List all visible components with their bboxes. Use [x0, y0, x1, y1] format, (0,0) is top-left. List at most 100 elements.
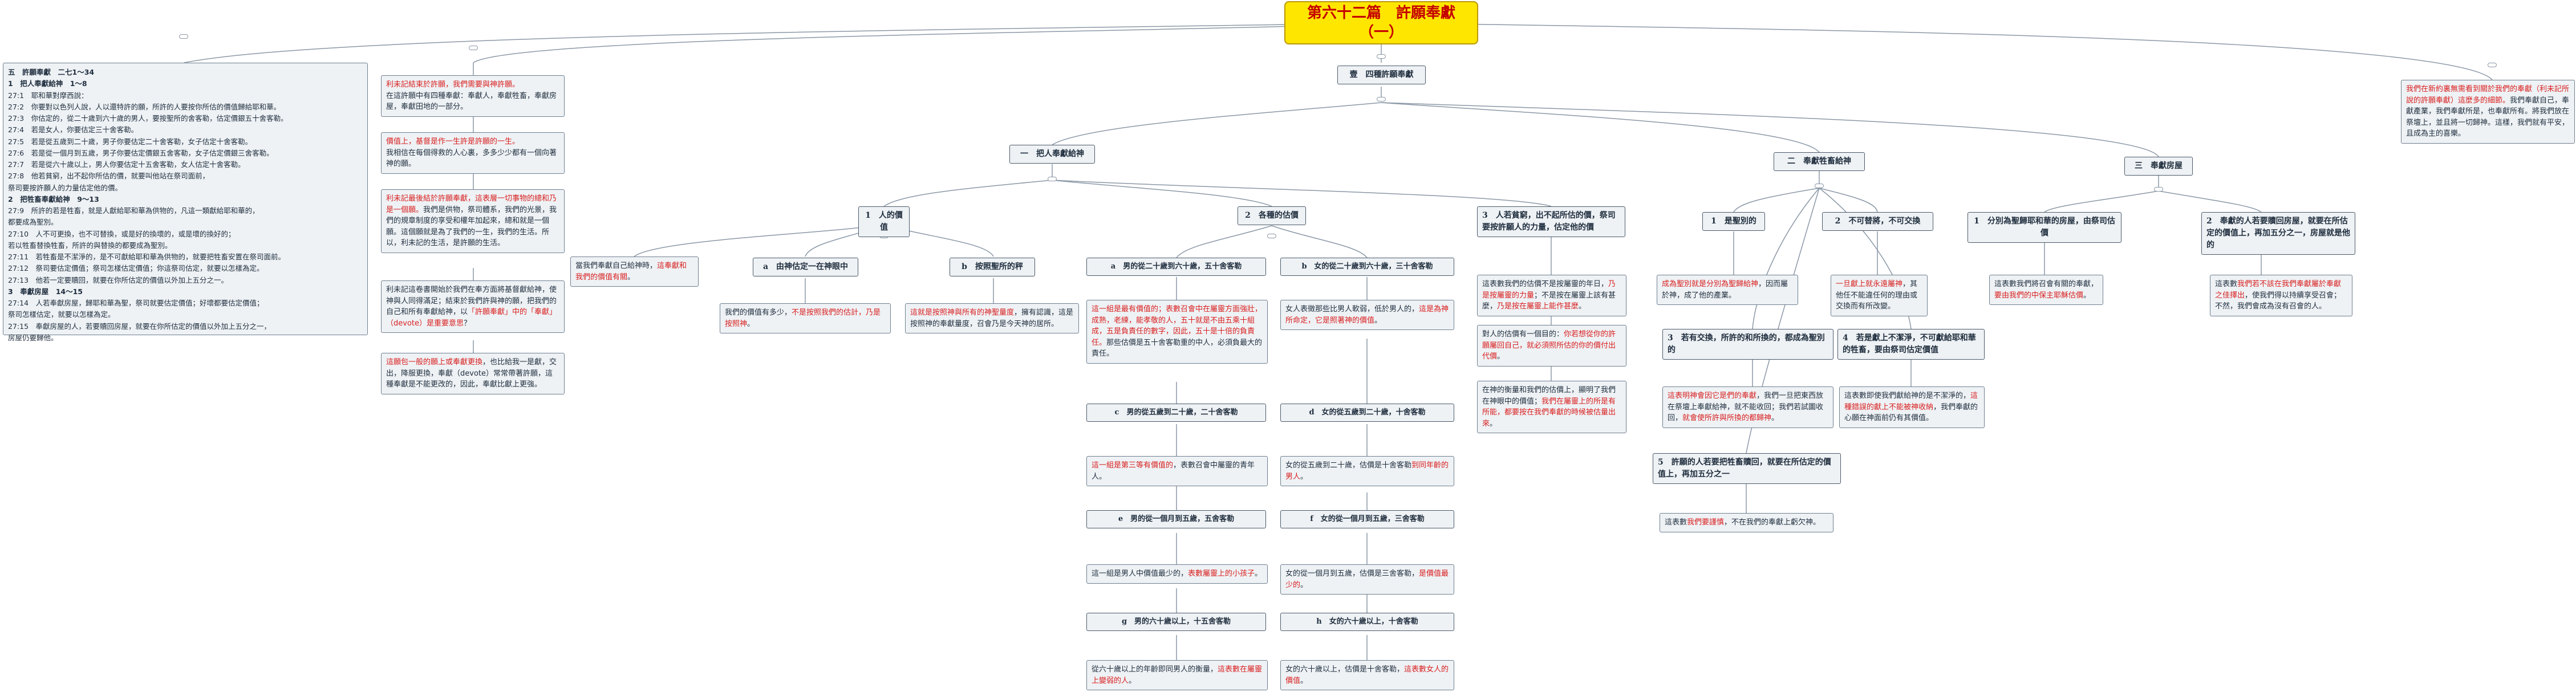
node-valuation-by-age[interactable]: 2 各種的估價: [1238, 206, 1306, 225]
outline-verse: 27:13 他若一定要贖回，就要在你所估定的價值以外加上五分之一。: [8, 275, 229, 284]
note-text: 這一組是男人中價值最少的，: [1092, 569, 1188, 578]
note-text: 這表數我們的估價不是按屬靈的年日，: [1482, 280, 1609, 288]
note-person-price[interactable]: 當我們奉獻自己給神時，這奉獻和我們的價值有關。: [570, 257, 699, 287]
note-animal-exchange[interactable]: 這表明神會因它是們的奉獻，我們一旦把東西放在祭壇上奉獻給神，就不能收回；我們若試…: [1662, 386, 1833, 428]
note-text: ，我們一旦把東西放在祭壇上奉獻給神，就不能收回；我們若試圖收回，: [1668, 392, 1824, 422]
note-highlight: 這種錯誤的獻上不能被神收納: [1844, 392, 1978, 412]
node-male-1m-5[interactable]: e 男的從一個月到五歲，五舍客勒: [1086, 510, 1266, 528]
note-animal-no-swap[interactable]: 一旦獻上就永遠屬神，其他任不能違任何的理由或交換而有所改變。: [1831, 275, 1928, 316]
note-highlight: 一旦獻上就永遠屬神: [1836, 280, 1903, 288]
node-male-60-plus[interactable]: g 男的六十歲以上，十五舍客勒: [1086, 613, 1266, 631]
note-christ-life-vow[interactable]: 價值上，基督是作一生許是許願的一生。 我相信在每個得救的人心裏，多多少少都有一個…: [381, 132, 565, 174]
collapse-toggle[interactable]: [1048, 177, 1057, 181]
note-new-testament[interactable]: 我們在新約裏無需看到關於我們的奉獻（利未記所說的許願奉獻）這麼多的細節。我們奉獻…: [2401, 80, 2575, 144]
note-text: 。: [1300, 580, 1308, 589]
node-devote-animals[interactable]: 二 奉獻牲畜給神: [1774, 152, 1865, 171]
note-highlight: 我們要謹慎: [1687, 518, 1725, 527]
node-sanctuary-shekel[interactable]: b 按照聖所的秤: [950, 258, 1035, 276]
collapse-toggle[interactable]: [1267, 234, 1276, 238]
note-highlight: 利未記結束於許願，我們需要與神許願。: [386, 80, 520, 89]
note-poor-ability-3[interactable]: 在神的衡量和我們的估價上，顯明了我們在神眼中的價值；我們在屬靈上的所是有所能，都…: [1477, 381, 1626, 433]
note-male-1m-5[interactable]: 這一組是男人中價值最少的，表數屬靈上的小孩子。: [1086, 564, 1268, 584]
note-animal-unclean[interactable]: 這表數即使我們獻給神的是不潔淨的，這種錯誤的獻上不能被神收納，我們奉獻的心願在神…: [1839, 386, 1985, 428]
note-vow-sum[interactable]: 利未記最後結於許願奉獻，這表層一切事物的總和乃是一個願。我們是供物，祭司體系，我…: [381, 189, 565, 253]
node-animal-redeem[interactable]: 5 許願的人若要把牲畜贖回，就要在所估定的價值上，再加五分之一: [1653, 453, 1841, 484]
node-devote-people[interactable]: 一 把人奉獻給神: [1009, 145, 1095, 164]
outline-verse: 27:9 所許的若是牲畜，就是人獻給耶和華為供物的，凡這一類獻給耶和華的，: [8, 206, 259, 215]
note-female-60-plus[interactable]: 女的六十歲以上，估價是十舍客勒，這表數女人的價值。: [1280, 660, 1454, 690]
collapse-toggle[interactable]: [1815, 184, 1824, 188]
note-text: 在神的衡量和我們的估價上，顯明了我們在神眼中的價值；: [1482, 386, 1616, 406]
note-male-20-60[interactable]: 這一組是最有價值的；表數召會中在屬靈方面強壯，成熟，老練，能孝敬的人，五十就是不…: [1086, 300, 1268, 364]
node-house-redeem[interactable]: 2 奉獻的人若要贖回房屋，就要在所估定的價值上，再加五分之一，房屋就是他的: [2201, 212, 2355, 255]
connector: [1176, 225, 1272, 258]
collapse-toggle[interactable]: [2488, 63, 2497, 67]
note-sanctuary-shekel[interactable]: 這就是按照神與所有的神聖量度，擁有認識，這是按照神的奉獻量度，召會乃是今天神的居…: [905, 303, 1079, 333]
note-text: 這表數我們將召會有關的奉獻，: [1994, 280, 2099, 288]
node-animal-holy[interactable]: 1 是聖別的: [1702, 212, 1765, 231]
collapse-toggle[interactable]: [2154, 187, 2163, 192]
note-highlight: 不是按照我們的估計，乃是按照神: [725, 308, 881, 328]
node-female-1m-5[interactable]: f 女的從一個月到五歲，三舍客勒: [1280, 510, 1454, 528]
collapse-toggle[interactable]: [469, 46, 478, 50]
note-highlight: 這表明神會因它是們的奉獻: [1668, 392, 1757, 400]
note-text: ；不是按在屬靈上該有甚麼，: [1482, 291, 1616, 311]
note-animal-redeem[interactable]: 這表數我們要謹慎，不在我們的奉獻上虧欠神。: [1660, 513, 1833, 532]
node-poor-ability[interactable]: 3 人若貧窮，出不起所估的價，祭司要按許願人的力量，估定他的價: [1477, 206, 1625, 237]
note-highlight: 是價值最少的: [1285, 569, 1449, 589]
note-female-5-20[interactable]: 女的從五歲到二十歲，估價是十舍客勒到同年齡的男人。: [1280, 456, 1454, 486]
note-male-5-20[interactable]: 這一組是第三等有價值的，表數召會中屬靈的青年人。: [1086, 456, 1268, 486]
collapse-toggle[interactable]: [1377, 54, 1386, 59]
node-person-price[interactable]: 1 人的價值: [858, 206, 910, 237]
note-text: ，使我們得以持續享受召會；不然，我們會成為沒有召會的人。: [2215, 291, 2342, 311]
note-text: 。: [1497, 352, 1505, 361]
note-devote-meaning[interactable]: 利未記這卷書開始於我們在奉方面將基督獻給神，使神與人同得滿足；結束於我們許與神的…: [381, 280, 565, 333]
node-male-20-60[interactable]: a 男的從二十歲到六十歲，五十舍客勒: [1086, 258, 1266, 276]
node-animal-exchange[interactable]: 3 若有交換，所許的和所換的，都成為聖別的: [1662, 329, 1833, 360]
note-poor-ability-1[interactable]: 這表數我們的估價不是按屬靈的年日，乃是按屬靈的力量；不是按在屬靈上該有甚麼，乃是…: [1477, 275, 1626, 316]
note-devote-stronger[interactable]: 這願包一般的願上或奉獻更換，也比給我一是獻，交出，降服更換，奉獻（devote）…: [381, 353, 565, 394]
collapse-toggle[interactable]: [1377, 97, 1386, 101]
outline-heading: 2 把牲畜奉獻給神 9～13: [8, 194, 99, 203]
note-highlight: 利未記最後結於許願奉獻，這表層一切事物的總和乃是一個願。: [386, 194, 557, 214]
connector: [1052, 180, 1272, 207]
outline-verse: 若以牲畜替換牲畜，所許的與替換的都要成為聖別。: [8, 241, 172, 250]
connector: [2158, 190, 2262, 213]
node-female-60-plus[interactable]: h 女的六十歲以上，十舍客勒: [1280, 613, 1454, 631]
note-vow-conclusion[interactable]: 利未記結束於許願，我們需要與神許願。 在這許願中有四種奉獻：奉獻人，奉獻牲畜，奉…: [381, 75, 565, 117]
collapse-toggle[interactable]: [179, 34, 188, 39]
note-house-holy[interactable]: 這表數我們將召會有關的奉獻，要由我們的中保主耶穌估價。: [1989, 275, 2103, 305]
connector: [1271, 225, 1368, 258]
note-text: 這表數: [1665, 518, 1687, 527]
node-devote-house[interactable]: 三 奉獻房屋: [2124, 157, 2193, 176]
node-female-5-20[interactable]: d 女的從五歲到二十歲，十舍客勒: [1280, 404, 1454, 422]
connector: [2044, 190, 2159, 213]
note-animal-holy[interactable]: 成為聖別就是分別為聖歸給神，因而屬於神，成了他的產業。: [1657, 275, 1798, 305]
note-text: 利未記這卷書開始於我們在奉方面將基督獻給神，使神與人同得滿足；結束於我們許與神的…: [386, 286, 557, 316]
connector: [883, 180, 1053, 207]
note-text: 。: [1300, 472, 1308, 481]
note-highlight: 我們在新約裏無需看到關於我們的奉獻（利未記所說的許願奉獻）這麼多的細節。: [2406, 85, 2570, 105]
node-house-holy[interactable]: 1 分別為聖歸耶和華的房屋，由祭司估價: [1968, 212, 2121, 243]
note-female-20-60[interactable]: 女人表徵那些比男人軟弱，低於男人的，這是為神所命定，它是照著神的價值。: [1280, 300, 1454, 330]
node-male-5-20[interactable]: c 男的從五歲到二十歲，二十舍客勒: [1086, 404, 1266, 422]
node-god-appraisal[interactable]: a 由神估定一在神眼中: [753, 258, 858, 276]
note-highlight: 成為聖別就是分別為聖歸給神: [1662, 280, 1759, 288]
note-text: 。: [1771, 414, 1779, 422]
outline-verse: 27:2 你要對以色列人說，人以還特許的願，所許的人要按你所估的價值歸給耶和華。: [8, 102, 281, 111]
note-text: ，其他任不能違任何的理由或交換而有所改變。: [1836, 280, 1918, 311]
map-title[interactable]: 第六十二篇 許願奉獻（一）: [1284, 1, 1478, 44]
note-male-60-plus[interactable]: 從六十歲以上的年齡即同男人的衡量，這表數在屬靈上變弱的人。: [1086, 660, 1268, 690]
note-poor-ability-2[interactable]: 對人的估價有一個目的：你若想從你的許願屬回自己，就必須照所估的你的價付出代價。: [1477, 325, 1626, 367]
connector: [1381, 102, 1820, 153]
note-text: 這表數: [2215, 280, 2238, 288]
note-god-appraisal[interactable]: 我們的價值有多少，不是按照我們的估計，乃是按照神。: [720, 303, 891, 333]
node-animal-no-swap[interactable]: 2 不可替將，不可交換: [1822, 212, 1933, 231]
note-house-redeem[interactable]: 這表數我們若不該在我們奉獻屬於奉獻之佳擇出，使我們得以持續享受召會；不然，我們會…: [2210, 275, 2352, 316]
node-female-20-60[interactable]: b 女的從二十歲到六十歲，三十舍客勒: [1280, 258, 1454, 276]
node-animal-unclean[interactable]: 4 若是獻上不潔淨，不可獻給耶和華的牲畜，要由祭司估定價值: [1837, 329, 1985, 360]
node-four-vows[interactable]: 壹 四種許願奉獻: [1337, 66, 1426, 84]
note-female-1m-5[interactable]: 女的從一個月到五歲，估價是三舍客勒，是價值最少的。: [1280, 564, 1454, 595]
note-highlight: 這表數在屬靈上變弱的人: [1092, 665, 1263, 685]
